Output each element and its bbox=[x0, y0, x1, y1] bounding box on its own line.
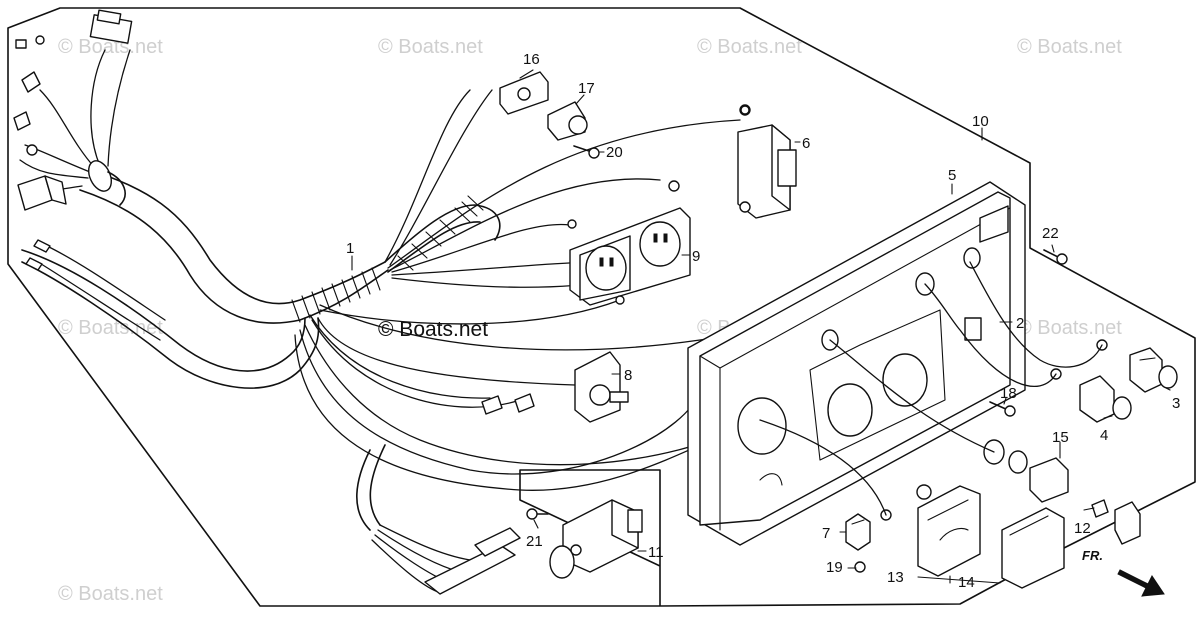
output-terminal bbox=[1129, 347, 1178, 393]
callout-number: 15 bbox=[1052, 429, 1069, 446]
callout-number: 1 bbox=[346, 240, 354, 257]
pilot-lamp bbox=[1091, 499, 1109, 518]
callout-number: 14 bbox=[958, 574, 975, 591]
watermark: © Boats.net bbox=[1017, 317, 1122, 339]
wire-harness bbox=[13, 9, 971, 595]
callout-number: 5 bbox=[948, 167, 956, 184]
callout-number: 10 bbox=[972, 113, 989, 130]
leader-lines bbox=[351, 69, 1171, 584]
callout-number: 19 bbox=[826, 559, 843, 576]
callout-number: 17 bbox=[578, 80, 595, 97]
screw bbox=[526, 508, 549, 520]
callout-number: 11 bbox=[648, 544, 664, 561]
control-unit bbox=[549, 499, 643, 579]
callout-number: 13 bbox=[887, 569, 904, 586]
watermark: © Boats.net bbox=[697, 36, 802, 58]
volt-meter bbox=[916, 484, 981, 577]
circuit-breaker bbox=[737, 104, 797, 219]
bracket bbox=[499, 71, 549, 115]
screw bbox=[573, 145, 600, 159]
callout-number: 6 bbox=[802, 135, 810, 152]
callout-number: 16 bbox=[523, 51, 540, 68]
callout-number: 8 bbox=[624, 367, 632, 384]
switch-assembly bbox=[983, 439, 1141, 545]
callout-number: 21 bbox=[526, 533, 543, 550]
watermark-center: © Boats.net bbox=[378, 318, 488, 341]
watermark: © Boats.net bbox=[1017, 36, 1122, 58]
callout-number: 20 bbox=[606, 144, 623, 161]
control-panel-plate bbox=[687, 181, 1026, 546]
rotary-switch bbox=[574, 351, 629, 423]
watermark: © Boats.net bbox=[58, 317, 163, 339]
relay bbox=[547, 101, 588, 141]
watermark: © Boats.net bbox=[58, 583, 163, 605]
bolt bbox=[1043, 249, 1068, 265]
watermark: © Boats.net bbox=[58, 36, 163, 58]
callout-number: 18 bbox=[1000, 385, 1017, 402]
front-direction-marker: FR. bbox=[1082, 548, 1165, 597]
knob bbox=[845, 513, 871, 551]
callout-number: 9 bbox=[692, 248, 700, 265]
ring-terminals bbox=[567, 105, 1108, 521]
callout-number: 2 bbox=[1016, 315, 1024, 332]
direction-label: FR. bbox=[1082, 548, 1103, 563]
output-terminal bbox=[1079, 375, 1132, 423]
panel-cover bbox=[979, 205, 1009, 243]
callout-number: 12 bbox=[1074, 520, 1091, 537]
watermark: © Boats.net bbox=[378, 36, 483, 58]
callout-number: 22 bbox=[1042, 225, 1059, 242]
bolt bbox=[989, 401, 1016, 417]
callout-number: 3 bbox=[1172, 395, 1180, 412]
callout-numbers: 1 2 3 4 5 6 7 8 9 10 11 12 13 14 15 16 1… bbox=[346, 51, 1180, 591]
meter-cover bbox=[1001, 507, 1065, 589]
callout-number: 4 bbox=[1100, 427, 1108, 444]
callout-number: 7 bbox=[822, 525, 830, 542]
arrow-right-down-icon bbox=[1117, 569, 1165, 597]
bolt bbox=[854, 561, 866, 573]
ac-receptacle bbox=[569, 207, 691, 306]
